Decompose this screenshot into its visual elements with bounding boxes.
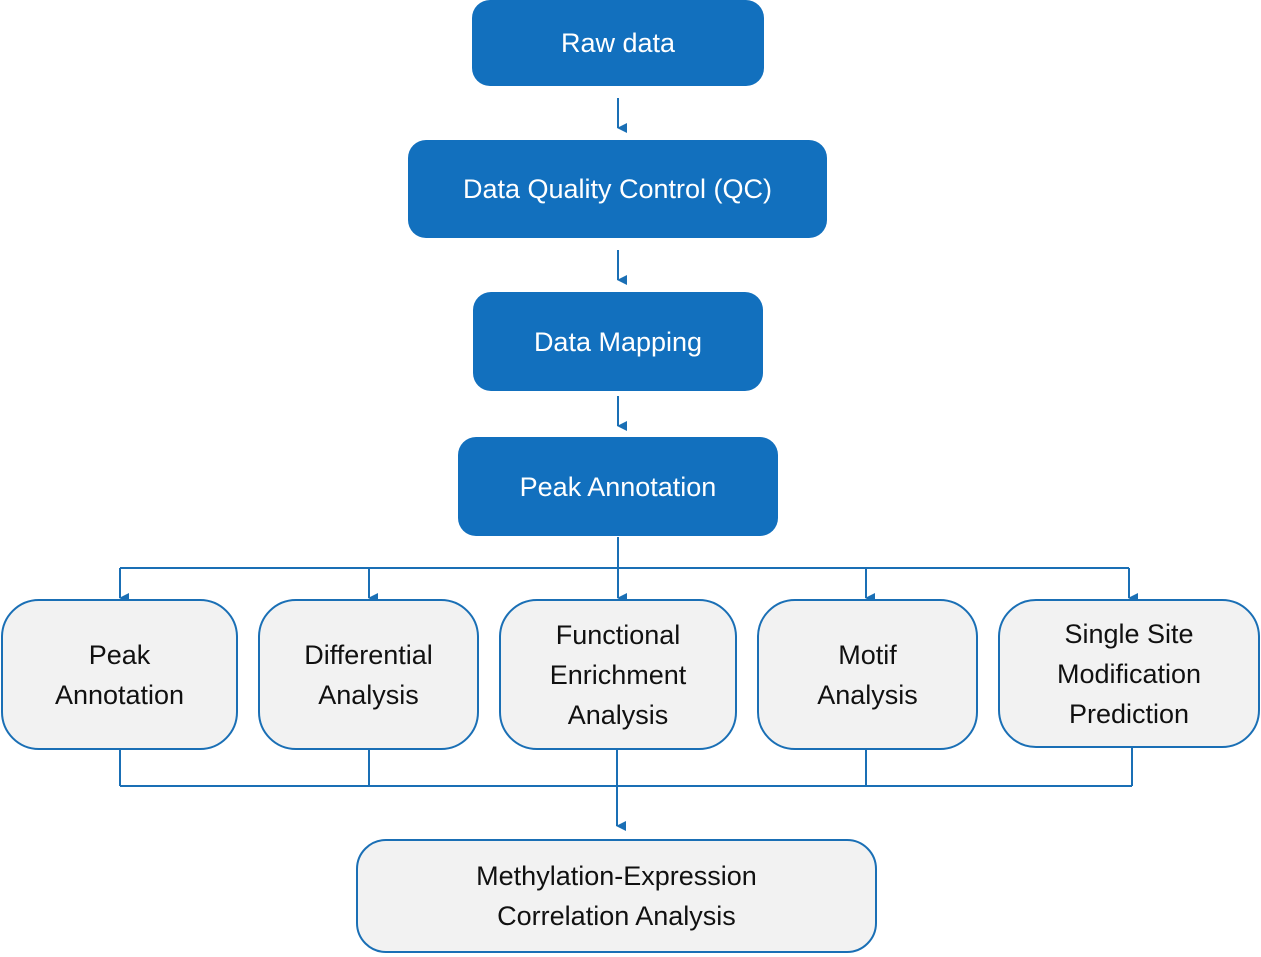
qc-box: Data Quality Control (QC) xyxy=(408,140,827,238)
analysis-differential-label: Differential Analysis xyxy=(304,639,433,710)
analysis-peak-annotation-label: Peak Annotation xyxy=(54,639,185,710)
analysis-peak-annotation-box: Peak Annotation xyxy=(1,599,238,750)
analysis-functional-enrichment-box: Functional Enrichment Analysis xyxy=(499,599,737,750)
peak-annotation-box: Peak Annotation xyxy=(458,437,778,536)
analysis-single-site-label: Single Site Modification Prediction xyxy=(1056,618,1202,729)
correlation-analysis-label: Methylation-Expression Correlation Analy… xyxy=(476,861,757,931)
correlation-analysis-box: Methylation-Expression Correlation Analy… xyxy=(356,839,877,953)
data-mapping-label: Data Mapping xyxy=(533,326,703,357)
analysis-motif-label: Motif Analysis xyxy=(817,639,918,710)
analysis-differential-box: Differential Analysis xyxy=(258,599,479,750)
raw-data-label: Raw data xyxy=(560,28,676,58)
analysis-motif-box: Motif Analysis xyxy=(757,599,978,750)
raw-data-box: Raw data xyxy=(472,0,764,86)
analysis-functional-enrichment-label: Functional Enrichment Analysis xyxy=(549,619,687,730)
peak-annotation-label: Peak Annotation xyxy=(519,471,717,502)
analysis-single-site-box: Single Site Modification Prediction xyxy=(998,599,1260,748)
data-mapping-box: Data Mapping xyxy=(473,292,763,391)
qc-label: Data Quality Control (QC) xyxy=(462,174,773,204)
